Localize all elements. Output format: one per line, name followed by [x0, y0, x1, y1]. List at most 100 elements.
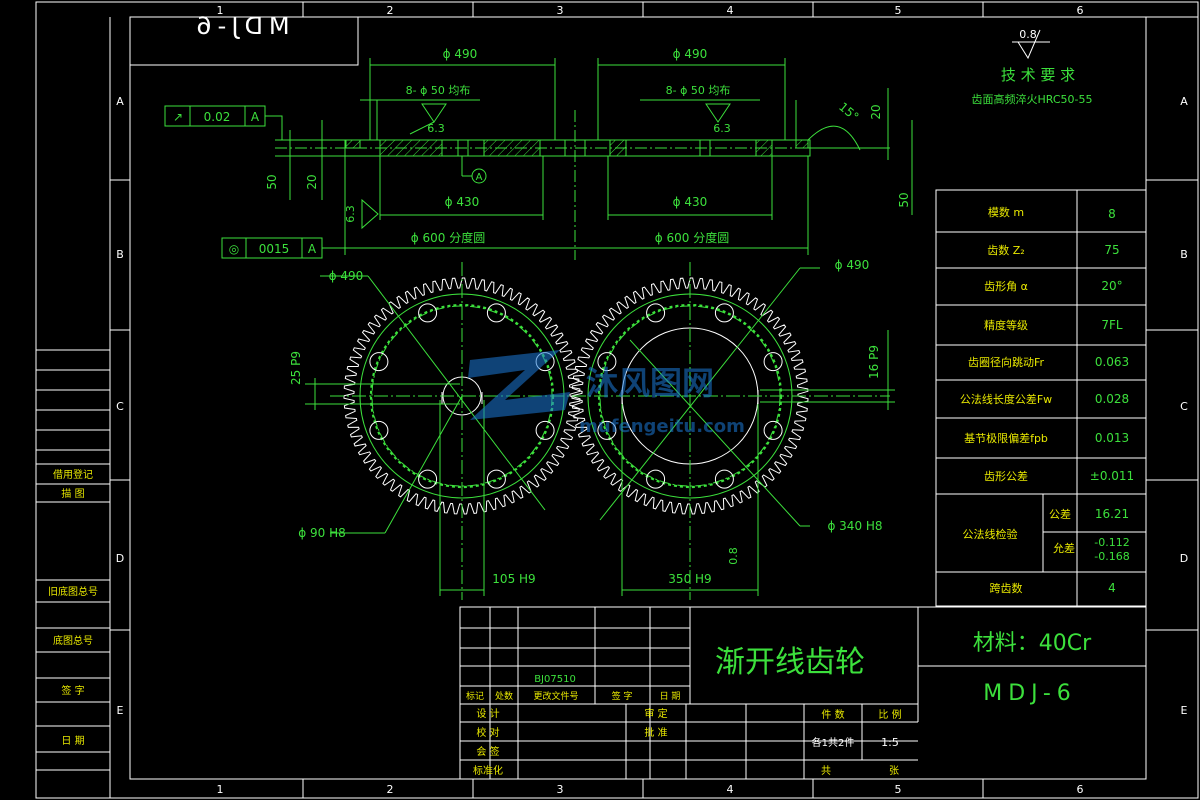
- col-num: 6: [1077, 783, 1084, 796]
- approve-label: 批 准: [644, 726, 667, 739]
- dim-490-front-left: ϕ 490: [329, 269, 364, 283]
- role-label: 设 计: [476, 707, 499, 720]
- svg-text:A: A: [308, 242, 317, 256]
- bolt-hole: [486, 303, 506, 323]
- hatch-region: [345, 139, 361, 149]
- scale-label: 比 例: [878, 708, 901, 721]
- param-value: 0.013: [1095, 431, 1129, 445]
- bolt-hole: [418, 303, 438, 323]
- svg-text:更改文件号: 更改文件号: [533, 690, 578, 702]
- bolt-hole: [535, 420, 555, 440]
- dim-430-left: ϕ 430: [445, 195, 480, 209]
- mirrored-drawing-number: MDJ-6: [190, 12, 289, 40]
- strip-label: 借用登记: [53, 468, 93, 481]
- dim-600-right: ϕ 600 分度圆: [655, 230, 729, 245]
- param-value: ±0.011: [1090, 469, 1134, 483]
- watermark-url: mufengeitu.com: [579, 416, 745, 437]
- span-dev-label: 允差: [1053, 541, 1075, 555]
- svg-text:C: C: [1180, 400, 1188, 413]
- hatch-region: [755, 139, 773, 157]
- dim-490-left: ϕ 490: [443, 47, 478, 61]
- bolt-hole: [597, 420, 617, 440]
- span-teeth-label: 跨齿数: [990, 582, 1023, 595]
- dim-20-right: 20: [869, 104, 883, 119]
- span-dev-upper: -0.112: [1094, 536, 1129, 549]
- dim-bore-right: ϕ 340 H8: [827, 519, 882, 533]
- hatch-region: [795, 139, 809, 149]
- hatch-region: [609, 139, 627, 157]
- col-num: 2: [387, 4, 394, 17]
- bolt-hole: [763, 352, 783, 372]
- strip-label: 旧底图总号: [48, 585, 98, 598]
- strip-label: 底图总号: [53, 634, 93, 647]
- svg-text:A: A: [116, 95, 124, 108]
- tech-requirements: 0.8 技 术 要 求 齿面高频淬火HRC50-55: [971, 28, 1092, 106]
- roughness-value: 0.8: [1019, 28, 1037, 41]
- bolt-hole: [763, 420, 783, 440]
- param-value: 7FL: [1101, 318, 1123, 332]
- col-num: 3: [557, 783, 564, 796]
- svg-text:D: D: [116, 552, 124, 565]
- row-zone-marks: A B C D E A B C D E: [110, 95, 1198, 717]
- angle-label: 15°: [836, 100, 861, 124]
- bolt-hole: [714, 303, 734, 323]
- bolt-hole: [418, 469, 438, 489]
- svg-text:↗: ↗: [173, 110, 183, 124]
- review-label: 审 定: [644, 707, 667, 720]
- qty-value: 各1共2件: [812, 736, 855, 749]
- total-label: 共: [821, 765, 831, 777]
- holes-note-right: 8- ϕ 50 均布: [666, 84, 731, 97]
- gear-param-table: 模数 m 8 齿数 Z₂ 75 齿形角 α 20° 精度等级 7FL 齿圈径向跳…: [935, 189, 1147, 607]
- scale-value: 1:5: [881, 736, 899, 749]
- svg-text:E: E: [117, 704, 124, 717]
- col-num: 1: [217, 4, 224, 17]
- hatch-region: [483, 139, 541, 157]
- col-num: 5: [895, 783, 902, 796]
- svg-text:A: A: [251, 110, 260, 124]
- role-label: 校 对: [476, 726, 499, 739]
- dim-50-right: 50: [897, 192, 911, 207]
- span-teeth: 4: [1108, 581, 1116, 595]
- watermark: 沐风图网 mufengeitu.com: [468, 350, 745, 437]
- span-nominal-label: 公差: [1049, 507, 1071, 521]
- col-num: 3: [557, 4, 564, 17]
- param-value: 75: [1104, 243, 1119, 257]
- sheet-label: 张: [889, 765, 899, 777]
- svg-text:E: E: [1181, 704, 1188, 717]
- part-name: 渐开线齿轮: [715, 645, 865, 680]
- strip-label: 日 期: [61, 735, 84, 747]
- strip-label: 描 图: [61, 487, 84, 500]
- col-num: 4: [727, 783, 734, 796]
- svg-text:◎: ◎: [229, 242, 239, 256]
- span-nominal: 16.21: [1095, 507, 1129, 521]
- col-num: 5: [895, 4, 902, 17]
- gear-right-keyway: [621, 390, 759, 404]
- svg-text:签 字: 签 字: [612, 690, 633, 702]
- strip-label: 签 字: [61, 684, 84, 697]
- param-label: 公法线长度公差Fw: [960, 392, 1052, 406]
- bolt-hole: [646, 469, 666, 489]
- span-dev-lower: -0.168: [1094, 550, 1129, 563]
- bolt-hole: [646, 303, 666, 323]
- svg-text:D: D: [1180, 552, 1188, 565]
- role-label: 标准化: [473, 764, 503, 777]
- doc-code: BJ07510: [534, 674, 576, 685]
- param-label: 模数 m: [988, 206, 1024, 219]
- section-view: ϕ 490 ϕ 490 8- ϕ 50 均布 8- ϕ 50 均布 6.3 6.…: [164, 47, 913, 260]
- role-label: 会 签: [476, 745, 499, 758]
- svg-text:B: B: [1180, 248, 1188, 261]
- param-value: 20°: [1101, 279, 1122, 293]
- svg-text:C: C: [116, 400, 124, 413]
- col-num: 2: [387, 783, 394, 796]
- svg-text:0015: 0015: [259, 242, 290, 256]
- dim-490-right: ϕ 490: [673, 47, 708, 61]
- col-num: 1: [217, 783, 224, 796]
- tech-req-title: 技 术 要 求: [1001, 66, 1075, 84]
- roughness-small: 0.8: [727, 547, 740, 565]
- param-value: 0.063: [1095, 355, 1129, 369]
- svg-text:日 期: 日 期: [660, 691, 681, 702]
- left-record-strip: 借用登记 描 图 旧底图总号 底图总号 签 字 日 期: [35, 349, 111, 771]
- bolt-hole: [369, 352, 389, 372]
- param-label: 齿圈径向跳动Fr: [968, 355, 1045, 369]
